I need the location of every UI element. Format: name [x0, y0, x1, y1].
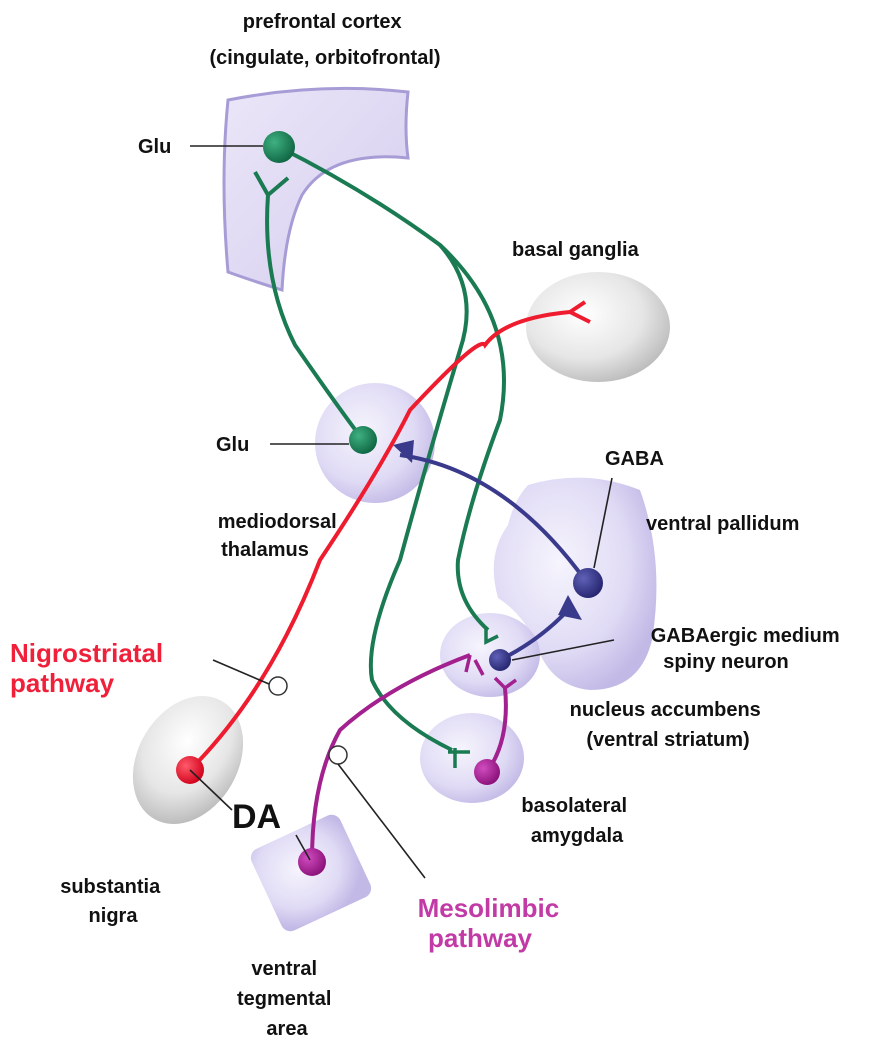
nucleus-accumbens-label: nucleus accumbens (ventral striatum): [570, 699, 767, 751]
glu-cortex-label: Glu: [138, 136, 171, 158]
ventral-pallidum-label: ventral pallidum: [646, 513, 799, 535]
gaba-thalamus-line: [399, 453, 587, 582]
thalamus-to-cortex-line: [265, 194, 365, 442]
nigrostriatal-line: [188, 310, 571, 772]
ventral-tegmental-area-label: ventral tegmental area: [237, 958, 337, 1040]
prefrontal-cortex-label: prefrontal cortex (cingulate, orbitofron…: [209, 11, 440, 69]
da-label: DA: [232, 798, 281, 836]
thalamus-glu-neuron: [349, 426, 377, 454]
gaba-thalamus-terminal: [393, 440, 414, 463]
vta-da-neuron: [298, 848, 326, 876]
amygdala-dendrite-y: [448, 748, 470, 768]
mesolimbic-marker: [328, 745, 348, 765]
basal-ganglia-region: [526, 272, 670, 382]
leader-lines: [189, 145, 615, 879]
glu-thalamus-label: Glu: [216, 434, 249, 456]
glu-projection-line: [278, 145, 506, 632]
prefrontal-cortex-region: [222, 86, 410, 293]
gaba-msn-label: GABAergic medium spiny neuron: [651, 625, 846, 673]
nucleus-accumbens-region: [440, 613, 540, 697]
cortex-dendrite-y: [253, 171, 290, 197]
pallidum-gaba-neuron: [573, 568, 603, 598]
mesolimbic-pathway-label: Mesolimbic pathway: [418, 893, 567, 953]
amygdala-neuron: [474, 759, 500, 785]
mesolimbic-line: [310, 653, 471, 861]
accumbens-dendrite-y: [484, 628, 499, 645]
nigrostriatal-marker: [268, 676, 288, 696]
mediodorsal-thalamus-label: mediodorsal thalamus: [218, 511, 342, 561]
basolateral-amygdala-region: [420, 713, 524, 803]
basal-ganglia-label: basal ganglia: [512, 239, 640, 261]
accumbens-gaba-neuron: [489, 649, 511, 671]
basolateral-amygdala-label: basolateral amygdala: [521, 795, 632, 847]
gaba-pallidum-label: GABA: [605, 448, 664, 470]
mesolimbic-dendrites: [464, 654, 518, 690]
gaba-pallidum-terminal: [558, 595, 582, 620]
cortex-glu-neuron: [263, 131, 295, 163]
nigrostriatal-pathway-label: Nigrostriatal pathway: [10, 638, 170, 698]
substantia-nigra-label: substantia nigra: [60, 876, 166, 927]
basal-ganglia-dendrite-y: [568, 300, 591, 324]
